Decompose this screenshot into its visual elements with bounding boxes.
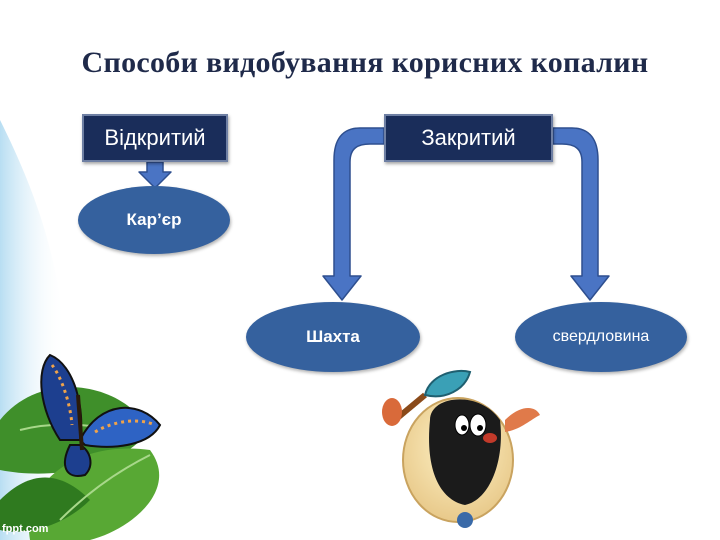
borehole-oval: свердловина (515, 302, 687, 372)
quarry-oval: Кар’єр (78, 186, 230, 254)
page-title: Способи видобування корисних копалин (81, 46, 649, 79)
mole-icon (382, 370, 540, 528)
closed-method-box: Закритий (384, 114, 553, 162)
watermark-text: fppt.com (2, 523, 49, 535)
open-method-box: Відкритий (82, 114, 228, 162)
butterfly-icon (40, 353, 162, 477)
bent-arrow-right-icon (552, 127, 610, 301)
mine-oval: Шахта (246, 302, 420, 372)
bent-arrow-left-icon (322, 127, 385, 301)
down-arrow-icon (138, 161, 172, 189)
